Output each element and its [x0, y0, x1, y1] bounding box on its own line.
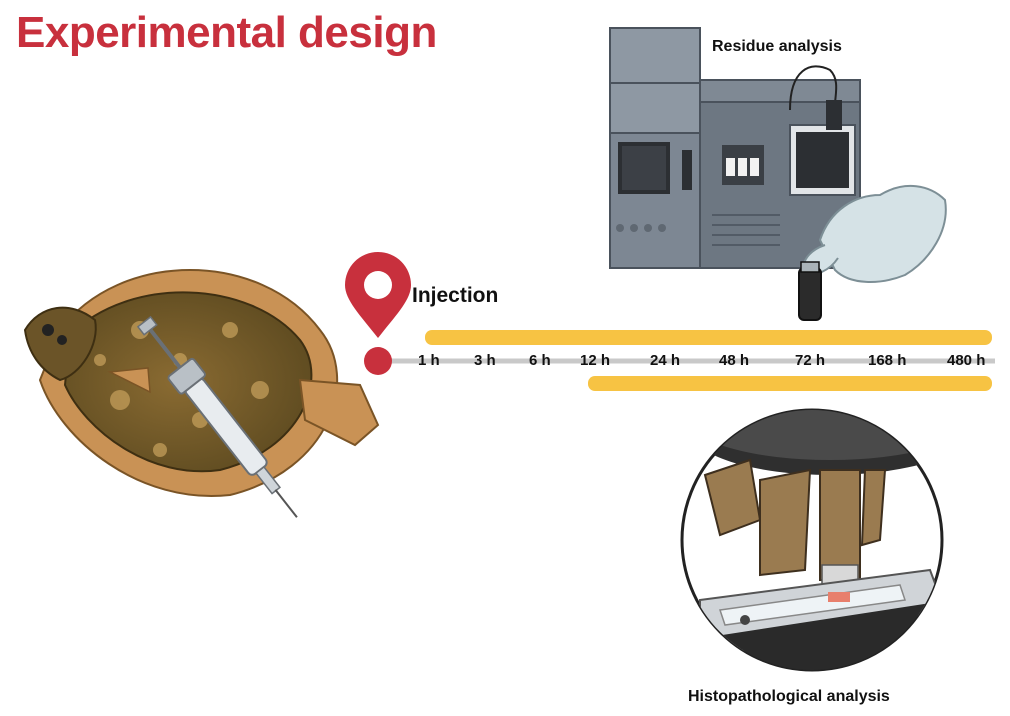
timepoint-label: 12 h [580, 352, 611, 369]
timepoint-label: 3 h [474, 352, 496, 369]
timepoint-label: 1 h [418, 352, 440, 369]
timepoint-label: 168 h [868, 352, 907, 369]
histopathology-sampling-bar [588, 376, 992, 391]
residue-sampling-bar [425, 330, 992, 345]
residue-analysis-label: Residue analysis [712, 38, 842, 55]
timepoint-label: 48 h [719, 352, 750, 369]
timepoint-label: 6 h [529, 352, 551, 369]
page-title: Experimental design [16, 8, 437, 57]
gloved-hand-vial [798, 184, 947, 321]
timepoint-label: 24 h [650, 352, 681, 369]
injection-label: Injection [412, 284, 499, 307]
microscope-illustration [680, 408, 944, 672]
hplc-instrument [609, 27, 861, 269]
syringe-icon [136, 315, 298, 518]
injection-point [364, 347, 392, 375]
timepoint-label: 72 h [795, 352, 826, 369]
timepoint-label: 480 h [947, 352, 986, 369]
map-pin-icon [345, 252, 411, 338]
timeline [364, 330, 995, 391]
histopathological-analysis-label: Histopathological analysis [688, 688, 890, 705]
